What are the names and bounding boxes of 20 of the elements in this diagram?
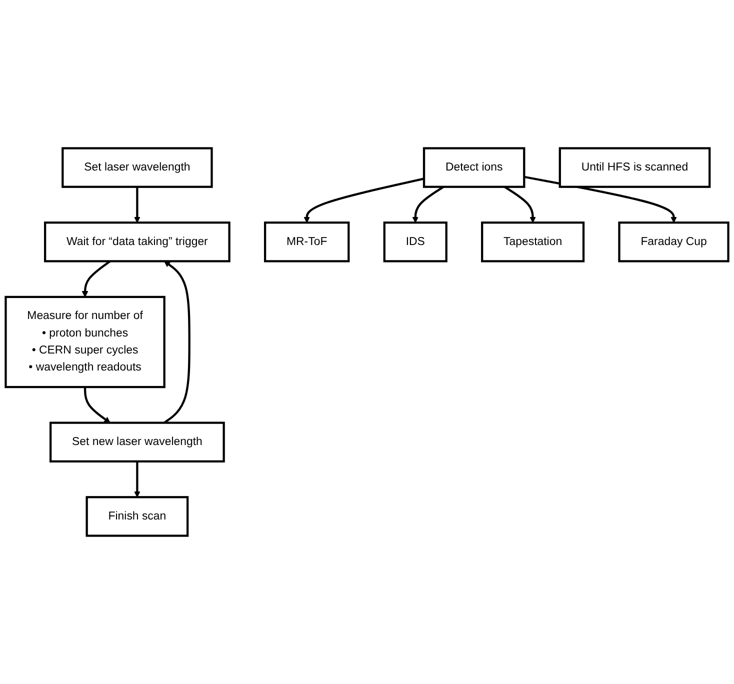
node-box: Faraday Cup xyxy=(618,222,730,262)
arrow xyxy=(84,387,110,424)
node-box: Measure for number of • proton bunches • CERN super cycles • wavelength readouts xyxy=(4,296,166,388)
node-box: Detect ions xyxy=(422,147,526,188)
arrow xyxy=(504,186,536,223)
node-box: Set new laser wavelength xyxy=(50,422,225,462)
node-box: IDS xyxy=(383,222,448,262)
node-box: Finish scan xyxy=(86,496,189,537)
node-box: Tapestation xyxy=(481,222,585,262)
arrow xyxy=(524,176,677,223)
arrow xyxy=(164,260,190,424)
arrow xyxy=(82,260,111,298)
arrow xyxy=(134,186,140,223)
node-box: Until HFS is scanned xyxy=(558,147,711,188)
node-box: Set laser wavelength xyxy=(62,147,213,188)
node-box: Wait for “data taking” trigger xyxy=(44,222,230,262)
arrow xyxy=(412,186,444,223)
arrow xyxy=(134,461,140,498)
node-box: MR-ToF xyxy=(264,222,350,262)
arrow xyxy=(304,178,424,223)
